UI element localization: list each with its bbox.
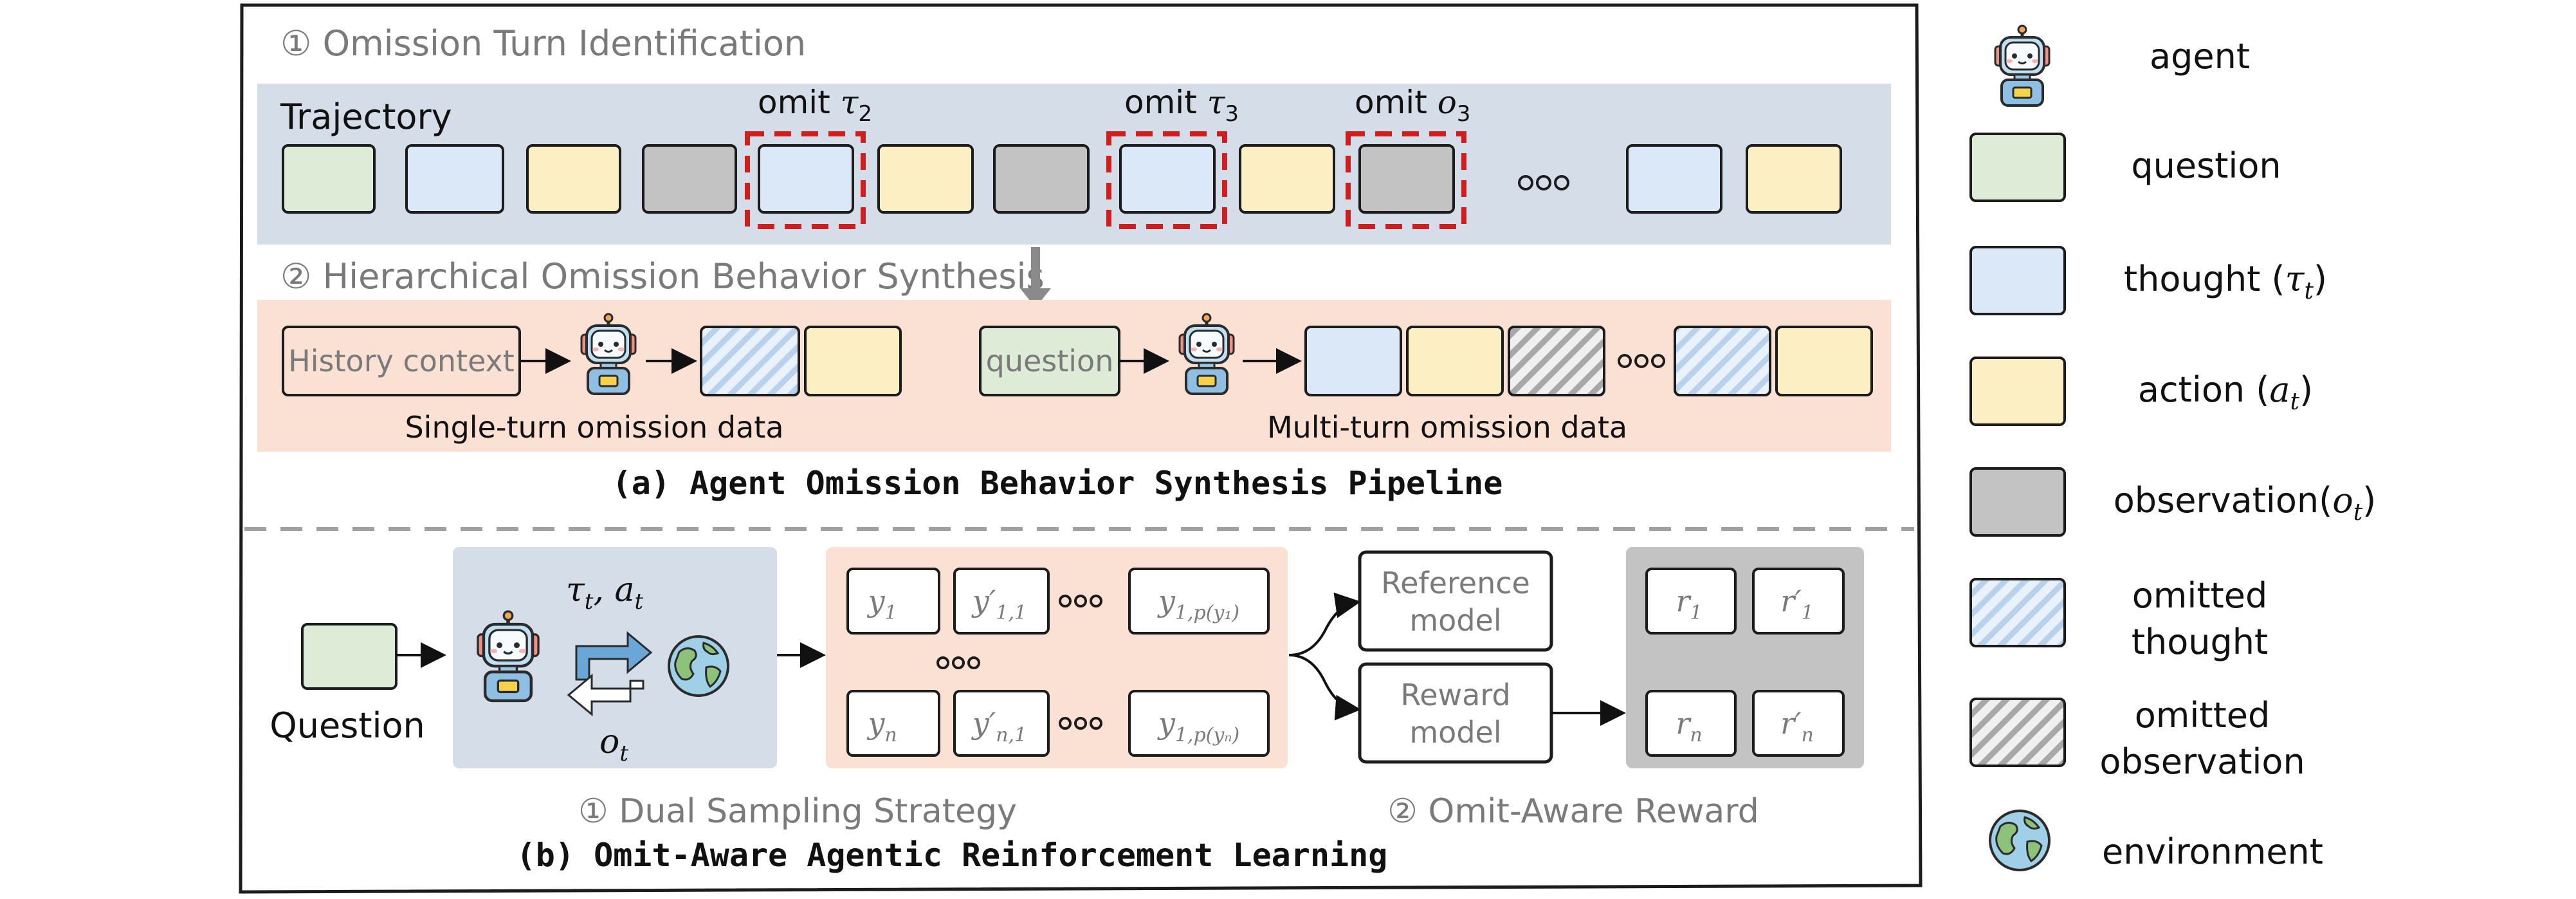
sample-label: y′1,1 [971, 584, 1027, 624]
multi-question-label: question [986, 344, 1114, 378]
globe-icon [1989, 810, 2051, 871]
legend-omitted-thought-swatch [1969, 578, 2066, 647]
reward-label: r1 [1676, 584, 1702, 624]
single-action-box [804, 326, 902, 396]
sample-box [953, 690, 1050, 757]
legend-omitted-thought-label-2: thought [2132, 622, 2268, 662]
stage2-title: ② Hierarchical Omission Behavior Synthes… [280, 256, 1045, 297]
single-omitted-thought-box [700, 326, 800, 396]
reference-model-label-2: model [1409, 603, 1501, 638]
traj-observation-omit-box [1358, 144, 1455, 214]
sample-box [1128, 568, 1270, 635]
multi-turn-caption: Multi-turn omission data [1267, 410, 1627, 445]
dual-sampling-label: ① Dual Sampling Strategy [578, 792, 1017, 831]
globe-icon [668, 635, 729, 697]
history-context-label: History context [288, 344, 515, 378]
multi-ellipsis [1618, 354, 1665, 368]
tau-a-label: τt, at [566, 571, 644, 615]
trajectory-label: Trajectory [280, 97, 452, 137]
stage-transition-arrow [1020, 247, 1051, 308]
reward-label: rn [1676, 706, 1702, 746]
question-box-b [301, 623, 397, 690]
legend-environment-label: environment [2102, 831, 2323, 872]
omit-label-o3: omit o3 [1355, 84, 1470, 127]
reward-box [1752, 690, 1845, 757]
traj-action-box-last [1746, 144, 1842, 214]
omit-marker-tau2 [745, 131, 866, 229]
reward-label: r′n [1780, 706, 1814, 746]
omit-marker-tau3 [1106, 131, 1227, 229]
samples-ellipsis [1059, 717, 1102, 730]
caption-a: (a) Agent Omission Behavior Synthesis Pi… [612, 465, 1503, 502]
stage1-title: ① Omission Turn Identification [280, 23, 806, 64]
traj-ellipsis [1518, 175, 1569, 190]
sample-box [1128, 690, 1270, 757]
traj-action-box [526, 144, 621, 214]
reward-label: r′1 [1780, 584, 1814, 624]
traj-observation-box [642, 144, 737, 214]
samples-vertical-ellipsis [936, 656, 980, 669]
traj-question-box [282, 144, 376, 214]
sample-label: yn [866, 706, 897, 746]
traj-thought-box-last [1626, 144, 1722, 214]
multi-action-box [1406, 326, 1504, 396]
legend-question-label: question [2131, 145, 2281, 186]
omit-label-tau3: omit τ3 [1124, 84, 1239, 127]
robot-icon [1995, 26, 2049, 106]
sample-box [846, 690, 940, 757]
omit-marker-o3 [1346, 131, 1466, 229]
multi-omitted-observation-box [1508, 326, 1605, 396]
legend-action-label: action (at) [2138, 369, 2313, 415]
sample-label: y′n,1 [971, 706, 1027, 746]
branch-arrows [1288, 592, 1361, 721]
reference-model-box [1358, 550, 1553, 652]
reward-box [1645, 690, 1737, 757]
legend-omitted-observation-label-2: observation [2099, 741, 2305, 782]
reward-box [1645, 568, 1737, 635]
reward-box [1752, 568, 1845, 635]
omit-aware-reward-label: ② Omit-Aware Reward [1387, 792, 1758, 831]
caption-b: (b) Omit-Aware Agentic Reinforcement Lea… [516, 837, 1388, 874]
legend-agent-label: agent [2150, 36, 2250, 77]
legend-question-swatch [1969, 133, 2066, 202]
legend-action-swatch [1969, 357, 2066, 426]
sample-label: y1 [866, 584, 897, 624]
traj-thought-box [405, 144, 504, 214]
legend-omitted-observation-swatch [1969, 698, 2066, 767]
multi-omitted-thought-box [1674, 326, 1771, 396]
traj-thought-omit-box-2 [1119, 144, 1216, 214]
sample-label: y1,p(y₁) [1157, 584, 1239, 624]
legend-observation-label: observation(ot) [2114, 480, 2377, 526]
sample-box [846, 568, 940, 635]
reward-model-label: Reward [1400, 678, 1510, 712]
omit-label-tau2: omit τ2 [758, 84, 872, 127]
legend-thought-swatch [1969, 246, 2066, 315]
samples-ellipsis [1059, 595, 1102, 607]
legend-omitted-observation-label: omitted [2135, 695, 2270, 736]
sample-box [953, 568, 1050, 635]
multi-thought-box [1304, 326, 1402, 396]
traj-observation-box-2 [993, 144, 1090, 214]
exchange-arrows-icon [567, 631, 653, 717]
trajectory-row [282, 131, 1842, 229]
question-label-b: Question [269, 705, 425, 746]
legend: agent question thought (τt) action (at) … [1969, 26, 2377, 872]
traj-thought-omit-box [758, 144, 854, 214]
reference-model-label: Reference [1381, 566, 1530, 600]
o-label: ot [599, 723, 628, 766]
legend-omitted-thought-label: omitted [2132, 575, 2268, 616]
multi-action-box-2 [1775, 326, 1873, 396]
legend-thought-label: thought (τt) [2124, 259, 2327, 304]
sample-label: y1,p(yₙ) [1157, 706, 1239, 746]
legend-observation-swatch [1969, 467, 2066, 537]
traj-action-box-2 [877, 144, 974, 214]
traj-action-box-3 [1239, 144, 1335, 214]
single-turn-caption: Single-turn omission data [405, 410, 783, 445]
reward-model-label-2: model [1409, 715, 1501, 750]
